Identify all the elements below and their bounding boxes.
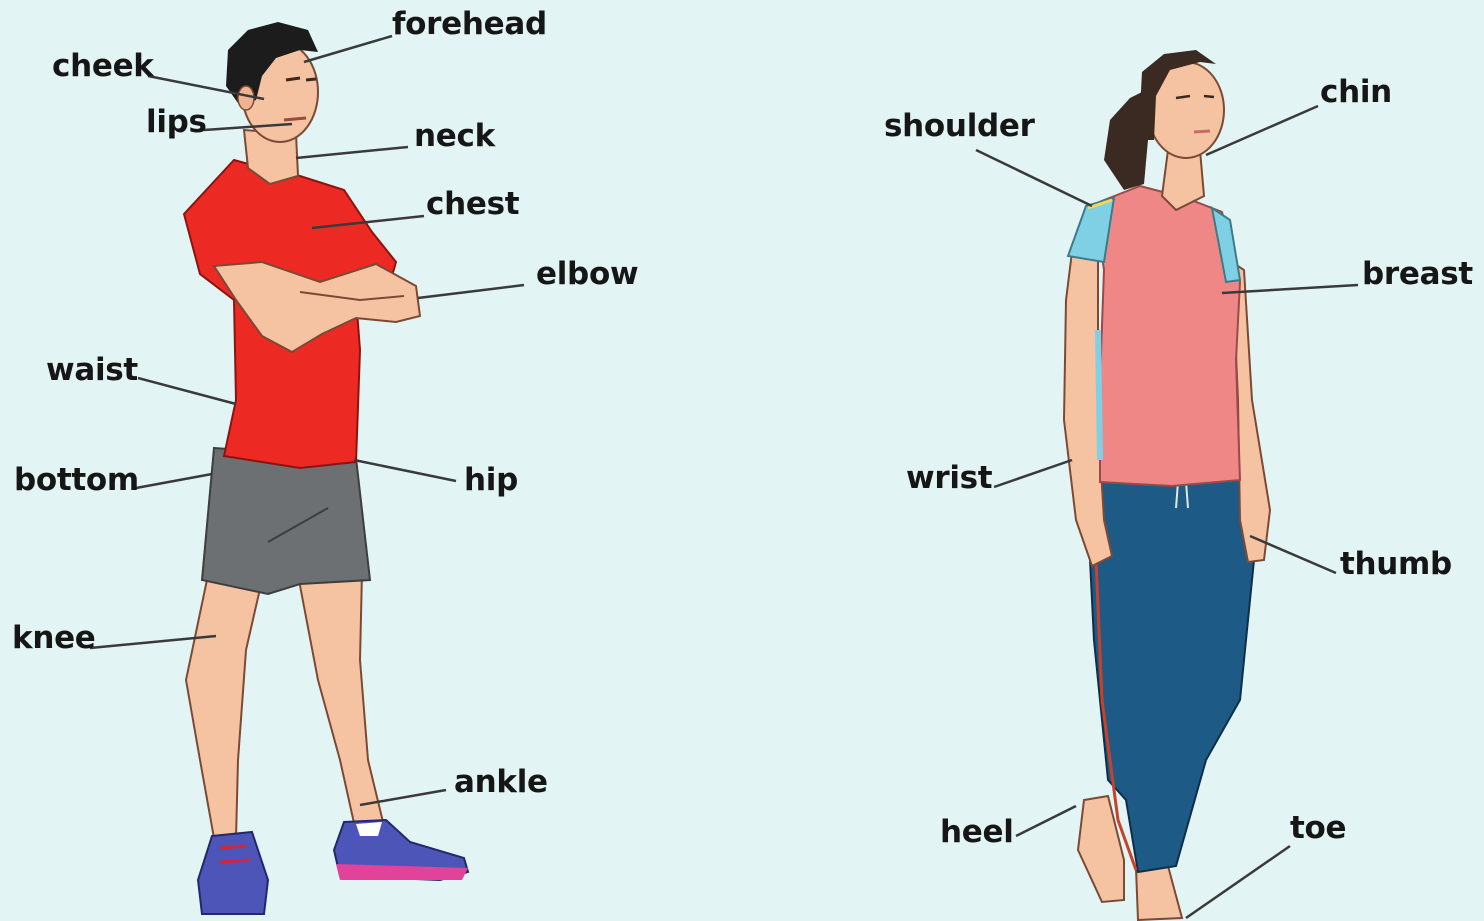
label-forehead: forehead — [392, 6, 547, 42]
label-waist: waist — [46, 352, 138, 388]
woman-right-foot — [1136, 866, 1182, 920]
leader-neck — [296, 147, 408, 158]
woman-trousers — [1090, 474, 1254, 872]
man-left-leg — [186, 575, 262, 838]
leader-bottom — [136, 474, 212, 488]
label-shoulder: shoulder — [884, 108, 1035, 144]
label-hip: hip — [464, 462, 518, 498]
leader-elbow — [418, 285, 524, 298]
woman-ponytail — [1104, 92, 1148, 190]
label-chin: chin — [1320, 74, 1392, 110]
label-ankle: ankle — [454, 764, 548, 800]
label-heel: heel — [940, 814, 1014, 850]
woman-figure — [1064, 50, 1270, 920]
label-breast: breast — [1362, 256, 1473, 292]
label-chest: chest — [426, 186, 519, 222]
label-toe: toe — [1290, 810, 1346, 846]
label-elbow: elbow — [536, 256, 638, 292]
leader-shoulder — [976, 150, 1092, 206]
leader-wrist — [994, 460, 1072, 487]
label-thumb: thumb — [1340, 546, 1452, 582]
man-right-leg — [298, 572, 384, 832]
label-bottom: bottom — [14, 462, 139, 498]
leader-hip — [354, 460, 456, 481]
leader-toe — [1186, 846, 1290, 918]
leader-waist — [138, 378, 236, 404]
label-wrist: wrist — [906, 460, 992, 496]
leader-heel — [1016, 806, 1076, 836]
label-neck: neck — [414, 118, 495, 154]
label-knee: knee — [12, 620, 96, 656]
label-cheek: cheek — [52, 48, 154, 84]
man-left-shoe — [198, 832, 268, 914]
man-shorts — [202, 448, 370, 594]
leader-forehead — [304, 36, 392, 62]
label-lips: lips — [146, 104, 207, 140]
